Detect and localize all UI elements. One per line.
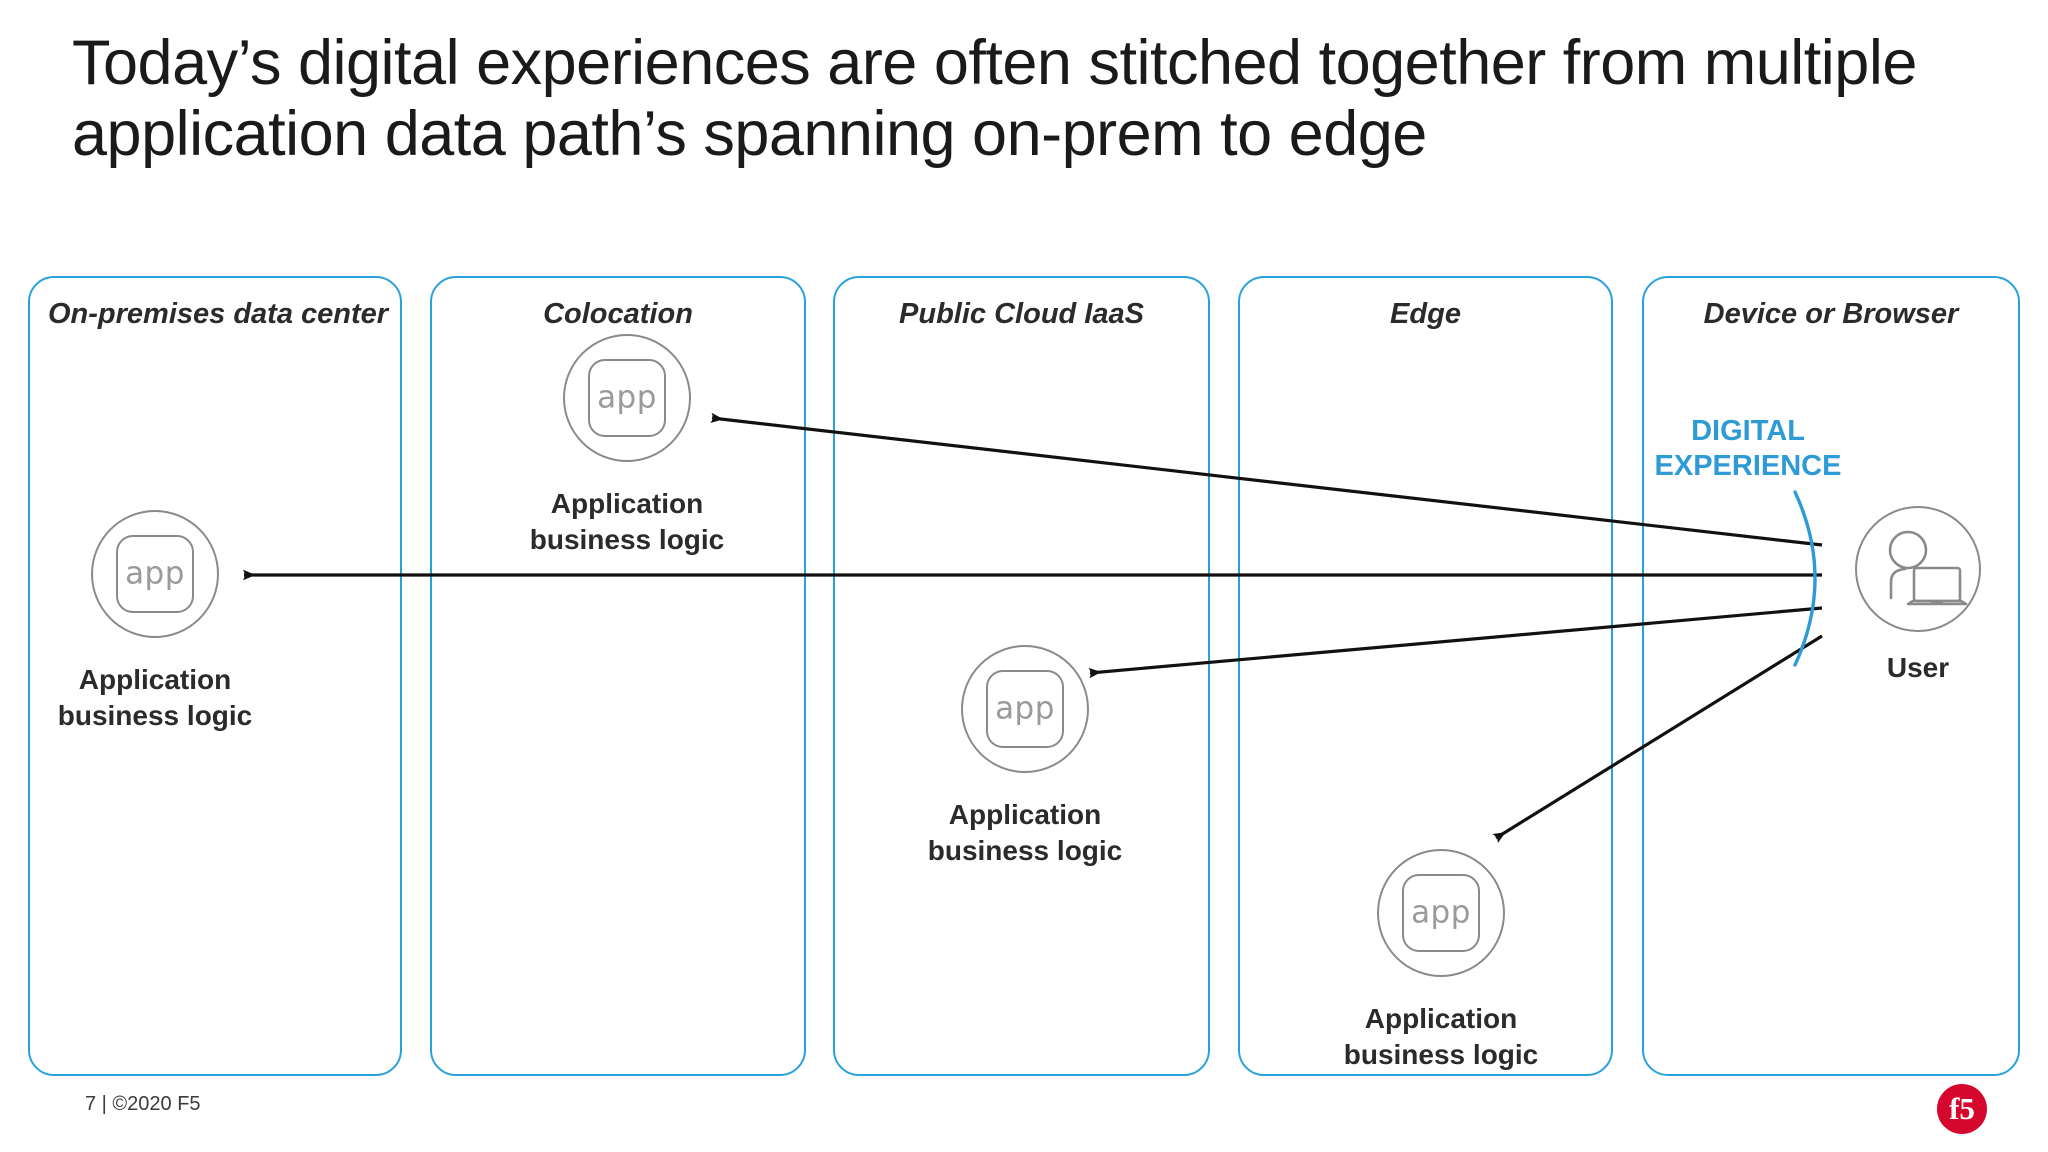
panel-title-device-or-browser: Device or Browser — [1703, 298, 1959, 330]
node-user[interactable]: User — [1818, 506, 2018, 684]
panel-title-colocation: Colocation — [543, 298, 693, 330]
node-app-edge[interactable]: app Application business logic — [1341, 849, 1541, 1073]
node-app-colocation[interactable]: app Application business logic — [527, 334, 727, 558]
app-icon-square — [986, 670, 1064, 748]
app-icon: app — [563, 334, 691, 462]
app-icon: app — [961, 645, 1089, 773]
panel-title-on-premises-data-center: On-premises data center — [48, 298, 389, 330]
app-icon-label: app — [597, 379, 657, 416]
app-icon-square — [588, 359, 666, 437]
digital-experience-label: DIGITAL EXPERIENCE — [1654, 415, 1842, 482]
node-app-on-prem[interactable]: app Application business logic — [55, 510, 255, 734]
node-label-app-colocation: Application business logic — [529, 488, 725, 555]
f5-logo: f5 — [1937, 1084, 1991, 1138]
panel-title-edge: Edge — [1390, 298, 1461, 330]
user-with-laptop-icon — [1855, 506, 1981, 632]
panel-colocation[interactable]: Colocation — [430, 276, 806, 1076]
app-icon-square — [1402, 874, 1480, 952]
f5-logo-text: f5 — [1949, 1090, 1975, 1126]
panel-public-cloud-iaas[interactable]: Public Cloud IaaS — [833, 276, 1210, 1076]
node-label-app-public-cloud: Application business logic — [927, 799, 1123, 866]
panel-on-premises-data-center[interactable]: On-premises data center — [28, 276, 402, 1076]
app-icon-square — [116, 535, 194, 613]
app-icon-label: app — [125, 555, 185, 592]
f5-logo-circle: f5 — [1937, 1084, 1987, 1134]
app-icon-label: app — [1411, 894, 1471, 931]
user-label: User — [1886, 652, 1950, 683]
node-label-app-edge: Application business logic — [1343, 1003, 1539, 1070]
app-icon-label: app — [995, 690, 1055, 727]
footer-slide-number: 7 | ©2020 F5 — [85, 1093, 201, 1115]
app-icon: app — [1377, 849, 1505, 977]
panel-device-or-browser[interactable]: Device or Browser — [1642, 276, 2020, 1076]
node-app-public-cloud[interactable]: app Application business logic — [925, 645, 1125, 869]
app-icon: app — [91, 510, 219, 638]
page-title: Today’s digital experiences are often st… — [72, 28, 1917, 169]
node-label-app-on-prem: Application business logic — [57, 664, 253, 731]
panel-title-public-cloud-iaas: Public Cloud IaaS — [899, 298, 1144, 330]
